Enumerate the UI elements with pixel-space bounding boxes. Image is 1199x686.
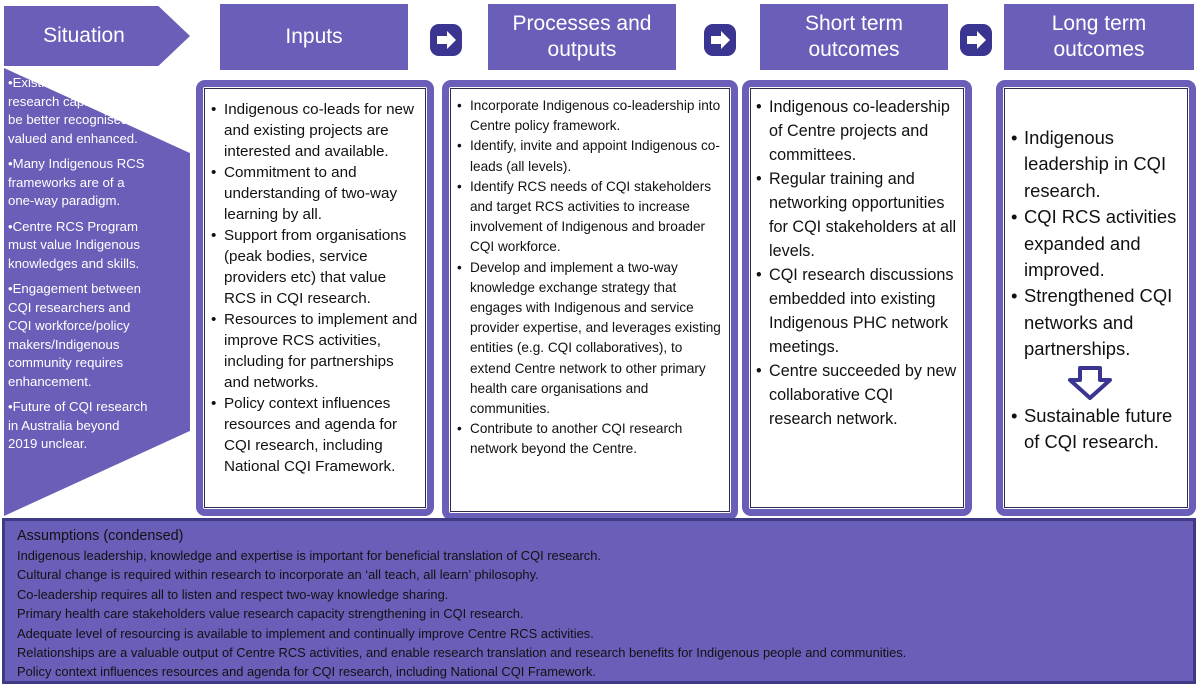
list-item: Strengthened CQI networks and partnershi… [1011,283,1183,362]
situation-list: •Existing Indigenous research capacity c… [8,74,148,461]
inputs-box: Indigenous co-leads for new and existing… [204,88,426,508]
list-item: Commitment to and understanding of two-w… [211,162,419,225]
list-item: Develop and implement a two-way knowledg… [457,258,723,420]
list-item: Indigenous co-leads for new and existing… [211,99,419,162]
list-item: Co-leadership requires all to listen and… [17,586,449,602]
list-item: Incorporate Indigenous co-leadership int… [457,96,723,136]
list-item: Identify, invite and appoint Indigenous … [457,136,723,176]
assumptions-list: Indigenous leadership, knowledge and exp… [17,546,1183,682]
right-arrow-icon [958,22,994,63]
inputs-list: Indigenous co-leads for new and existing… [211,99,419,477]
short-term-header-label: Short term outcomes [804,12,904,61]
list-item: Policy context influences resources and … [211,393,419,477]
down-arrow-container [1011,363,1183,403]
assumptions-panel: Assumptions (condensed) Indigenous leade… [2,518,1196,684]
long-term-list: Indigenous leadership in CQI research. C… [1011,125,1183,363]
long-term-box: Indigenous leadership in CQI research. C… [1004,88,1188,508]
long-term-header: Long term outcomes [1004,4,1194,70]
assumptions-title: Assumptions (condensed) [17,528,184,544]
situation-header: Situation [4,6,190,66]
long-term-header-label: Long term outcomes [1051,12,1147,61]
long-term-list-bottom: Sustainable future of CQI research. [1011,403,1183,456]
list-item: Indigenous leadership in CQI research. [1011,125,1183,204]
processes-list: Incorporate Indigenous co-leadership int… [457,96,723,460]
list-item: Cultural change is required within resea… [17,567,539,583]
short-term-header: Short term outcomes [760,4,948,70]
short-term-list: Indigenous co-leadership of Centre proje… [756,95,959,431]
list-item: Identify RCS needs of CQI stakeholders a… [457,177,723,258]
list-item: Resources to implement and improve RCS a… [211,309,419,393]
down-arrow-icon [1068,365,1112,400]
inputs-header: Inputs [220,4,408,70]
list-item: Indigenous leadership, knowledge and exp… [17,548,601,563]
list-item: Policy context influences resources and … [17,664,596,680]
processes-box: Incorporate Indigenous co-leadership int… [450,88,730,512]
short-term-box: Indigenous co-leadership of Centre proje… [750,88,964,508]
list-item: •Centre RCS Program must value Indigenou… [8,218,140,271]
list-item: Support from organisations (peak bodies,… [211,225,419,309]
list-item: Primary health care stakeholders value r… [17,606,524,622]
list-item: •Many Indigenous RCS frameworks are of a… [8,156,145,208]
list-item: •Future of CQI research in Australia bey… [8,399,148,451]
list-item: CQI RCS activities expanded and improved… [1011,204,1183,283]
processes-header-label: Processes and outputs [512,12,652,61]
list-item: Centre succeeded by new collaborative CQ… [756,359,959,431]
list-item: Adequate level of resourcing is availabl… [17,625,594,641]
list-item: CQI research discussions embedded into e… [756,263,959,359]
list-item: Regular training and networking opportun… [756,167,959,263]
situation-header-label: Situation [43,24,125,47]
list-item: Relationships are a valuable output of C… [17,645,907,661]
situation-panel [4,68,190,516]
processes-header: Processes and outputs [488,4,676,70]
list-item: Contribute to another CQI research netwo… [457,419,723,459]
list-item: •Existing Indigenous research capacity c… [8,75,147,146]
list-item: Sustainable future of CQI research. [1011,403,1183,456]
inputs-header-label: Inputs [285,25,343,48]
right-arrow-icon [702,22,738,63]
list-item: Indigenous co-leadership of Centre proje… [756,95,959,167]
right-arrow-icon [428,22,464,63]
list-item: •Engagement between CQI researchers and … [8,281,141,389]
